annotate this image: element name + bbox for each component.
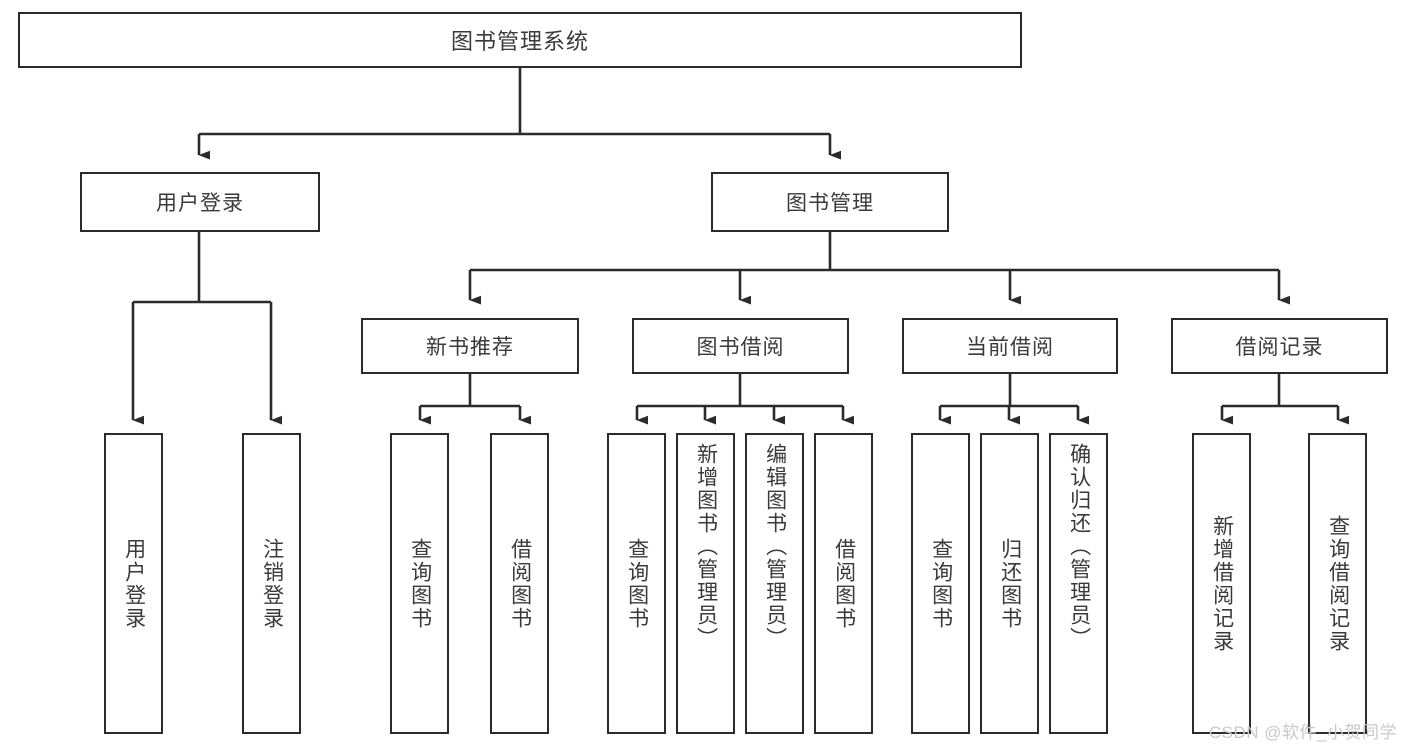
leaf-label: 用户登录 xyxy=(122,537,146,630)
node-label: 当前借阅 xyxy=(966,336,1054,359)
leaf-logout[interactable]: 注销登录 xyxy=(242,433,301,734)
leaf-borrow-book-1[interactable]: 借阅图书 xyxy=(490,433,549,734)
leaf-query-book-1[interactable]: 查询图书 xyxy=(390,433,449,734)
leaf-label: 查询借阅记录 xyxy=(1326,514,1350,653)
leaf-edit-book[interactable]: 编辑图书（管理员） xyxy=(745,433,804,734)
leaf-user-login[interactable]: 用户登录 xyxy=(104,433,163,734)
node-label: 新书推荐 xyxy=(426,336,514,359)
csdn-watermark: CSDN @软件_小贺同学 xyxy=(1208,723,1397,742)
leaf-add-borrow-record[interactable]: 新增借阅记录 xyxy=(1192,433,1251,734)
node-label: 图书借阅 xyxy=(696,336,785,359)
leaf-label: 新增图书（管理员） xyxy=(694,443,718,650)
node-book-management[interactable]: 图书管理 xyxy=(711,172,949,232)
node-book-borrow[interactable]: 图书借阅 xyxy=(632,318,849,374)
leaf-label: 编辑图书（管理员） xyxy=(763,443,787,650)
leaf-query-book-3[interactable]: 查询图书 xyxy=(911,433,970,734)
leaf-label: 新增借阅记录 xyxy=(1210,514,1234,653)
node-current-borrow[interactable]: 当前借阅 xyxy=(902,318,1118,374)
leaf-return-book[interactable]: 归还图书 xyxy=(980,433,1039,734)
leaf-label: 查询图书 xyxy=(625,537,649,630)
leaf-label: 借阅图书 xyxy=(508,537,532,630)
leaf-add-book[interactable]: 新增图书（管理员） xyxy=(676,433,735,734)
leaf-query-book-2[interactable]: 查询图书 xyxy=(607,433,666,734)
leaf-label: 注销登录 xyxy=(260,537,284,630)
leaf-confirm-return[interactable]: 确认归还（管理员） xyxy=(1049,433,1108,734)
leaf-label: 查询图书 xyxy=(408,537,432,630)
leaf-label: 借阅图书 xyxy=(832,537,856,630)
leaf-borrow-book-2[interactable]: 借阅图书 xyxy=(814,433,873,734)
leaf-label: 查询图书 xyxy=(929,537,953,630)
leaf-label: 归还图书 xyxy=(998,537,1022,630)
node-label: 图书管理系统 xyxy=(450,29,589,54)
leaf-query-borrow-record[interactable]: 查询借阅记录 xyxy=(1308,433,1367,734)
node-label: 用户登录 xyxy=(156,192,244,215)
leaf-label: 确认归还（管理员） xyxy=(1067,443,1091,650)
node-label: 图书管理 xyxy=(786,192,874,215)
node-label: 借阅记录 xyxy=(1235,336,1324,359)
node-book-management-system[interactable]: 图书管理系统 xyxy=(18,12,1022,68)
node-borrow-record[interactable]: 借阅记录 xyxy=(1171,318,1388,374)
node-user-login[interactable]: 用户登录 xyxy=(80,172,320,232)
node-new-book-recommend[interactable]: 新书推荐 xyxy=(361,318,579,374)
